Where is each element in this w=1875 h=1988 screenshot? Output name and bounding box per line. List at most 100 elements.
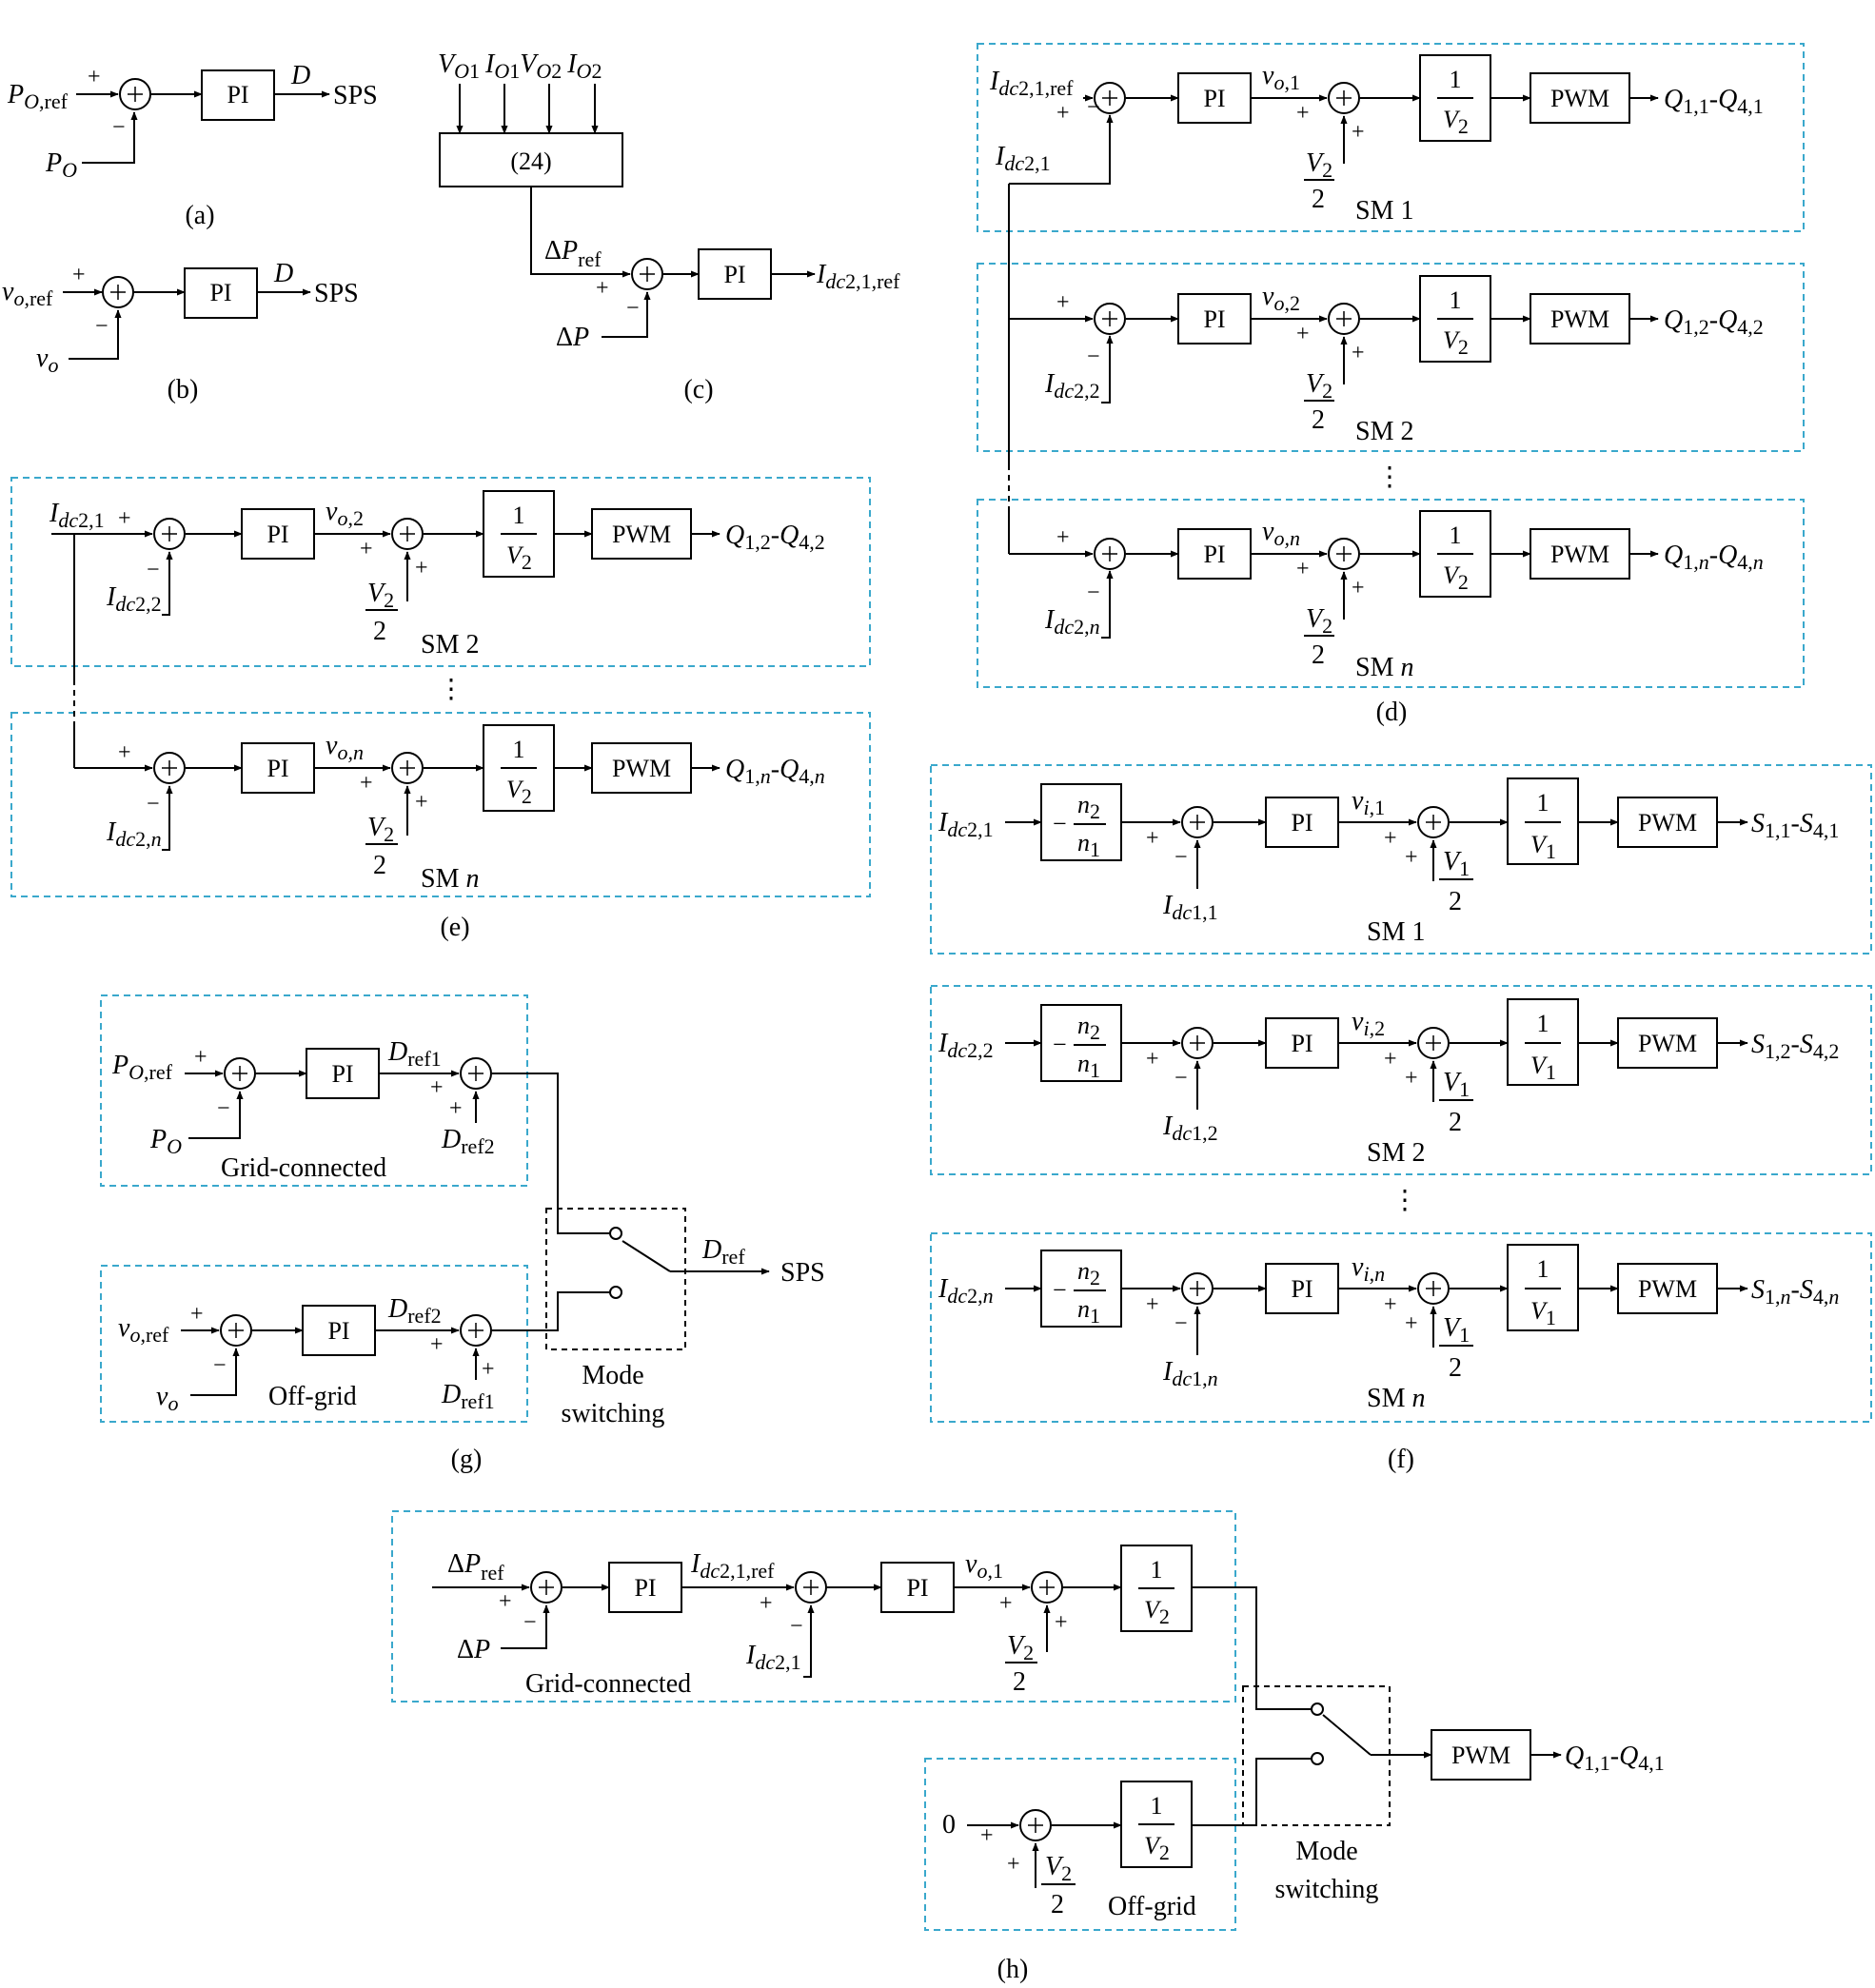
sign-plus: + — [1296, 557, 1310, 581]
gain-block — [1040, 783, 1122, 861]
one-num: 1 — [1537, 1255, 1549, 1283]
summing-junction — [1181, 1272, 1214, 1305]
two-den: 2 — [1312, 640, 1325, 670]
sign-plus: + — [999, 1591, 1013, 1616]
v1-num: V1 — [1443, 847, 1470, 880]
pwm-label: PWM — [1638, 1275, 1697, 1303]
sign-minus: − — [523, 1610, 537, 1635]
pi-block — [1177, 528, 1252, 580]
pwm-label: PWM — [1451, 1742, 1510, 1769]
pi-label: PI — [723, 261, 745, 288]
pi-label: PI — [266, 521, 288, 548]
sign-minus: − — [1087, 344, 1100, 369]
pi-label: PI — [327, 1317, 349, 1345]
i-dc1-label: Idc1,1 — [1162, 891, 1218, 924]
zero-input: 0 — [942, 1810, 956, 1840]
d-label: D — [273, 259, 293, 288]
i-dc21-ref-label: Idc2,1,ref — [690, 1549, 775, 1583]
caption-b: (b) — [168, 375, 199, 404]
pwm-block — [1530, 72, 1630, 124]
sign-plus: + — [415, 790, 428, 815]
q-output-sm1: Q1,1-Q4,1 — [1664, 85, 1764, 118]
smn-label: SM n — [421, 864, 479, 894]
wire — [492, 1073, 610, 1234]
minus-sign: − — [1053, 1276, 1067, 1304]
pi-block — [1265, 797, 1339, 848]
minus-sign: − — [1053, 810, 1067, 837]
v2-num: V2 — [1306, 148, 1332, 182]
sign-minus: − — [1174, 845, 1188, 870]
two-den: 2 — [373, 851, 386, 880]
wire — [803, 1604, 815, 1678]
panel-h: ΔPref + − ΔP PI Idc2,1,ref + − Idc2,1 PI… — [391, 1510, 1665, 1984]
pi-block — [241, 742, 315, 794]
sign-plus: + — [1146, 826, 1159, 851]
v-o-label: vo — [36, 344, 58, 377]
gain-block — [1040, 1250, 1122, 1328]
sign-plus: + — [1056, 101, 1070, 126]
sign-minus: − — [112, 115, 126, 140]
caption-e: (e) — [440, 913, 469, 942]
wire — [1101, 570, 1114, 639]
minus-sign: − — [1053, 1031, 1067, 1058]
v2-num: V2 — [1306, 369, 1332, 403]
v-i-label: vi,1 — [1352, 786, 1385, 819]
smn-label: SM n — [1355, 653, 1413, 682]
i-dc21-label: Idc2,1 — [995, 142, 1051, 175]
off-grid-label: Off-grid — [268, 1382, 357, 1411]
i-dc2n-label: Idc2,n — [1044, 605, 1100, 639]
q-output-sm2: Q1,2-Q4,2 — [725, 521, 825, 554]
summing-junction — [460, 1314, 492, 1347]
wire — [501, 1604, 550, 1649]
wire — [188, 1091, 244, 1139]
caption-d: (d) — [1376, 698, 1408, 727]
v-on-label: vo,n — [326, 731, 364, 764]
sign-plus: + — [1384, 1047, 1397, 1072]
ellipsis: ⋮ — [438, 675, 464, 704]
switch-arm — [622, 1240, 671, 1272]
summing-junction — [1181, 806, 1214, 838]
i-dc21-label: Idc2,1 — [49, 499, 105, 532]
pi-block — [880, 1562, 955, 1613]
i-dc21-ref-label: Idc2,1,ref — [989, 67, 1074, 100]
sign-plus: + — [482, 1357, 495, 1382]
sign-plus: + — [1146, 1292, 1159, 1317]
sign-plus: + — [415, 556, 428, 581]
sign-plus: + — [1296, 322, 1310, 346]
d-ref1-label: Dref1 — [387, 1037, 442, 1071]
summing-junction — [1417, 1027, 1450, 1059]
smn-group — [930, 1232, 1872, 1423]
summing-junction — [460, 1057, 492, 1090]
sign-plus: + — [760, 1591, 773, 1616]
sign-minus: − — [626, 296, 640, 321]
two-den: 2 — [373, 617, 386, 646]
smn-group — [10, 712, 871, 897]
v-o1-label: vo,1 — [1262, 61, 1300, 94]
i-dc22-label: Idc2,2 — [106, 582, 162, 616]
one-num: 1 — [1450, 286, 1462, 314]
one-num: 1 — [1450, 66, 1462, 93]
pwm-label: PWM — [1638, 1030, 1697, 1057]
i-dc2n-label: Idc2,n — [106, 817, 162, 851]
wire — [530, 187, 631, 278]
switch-contact — [609, 1227, 622, 1240]
switching-label: switching — [562, 1399, 665, 1428]
summing-junction — [1094, 303, 1126, 335]
switch-contact — [1311, 1752, 1324, 1765]
pwm-label: PWM — [1550, 541, 1609, 568]
summing-junction — [102, 276, 134, 308]
sign-plus: + — [360, 537, 373, 561]
sign-plus: + — [1352, 576, 1365, 600]
sm2-group — [10, 477, 871, 667]
pi-block — [608, 1562, 682, 1613]
two-den: 2 — [1449, 1108, 1462, 1137]
sign-plus: + — [1405, 1311, 1418, 1336]
pwm-block — [591, 508, 692, 560]
off-grid-group — [924, 1758, 1236, 1931]
summing-junction — [1328, 303, 1360, 335]
caption-f: (f) — [1388, 1445, 1414, 1474]
sign-plus: + — [118, 740, 131, 765]
pwm-block — [591, 742, 692, 794]
